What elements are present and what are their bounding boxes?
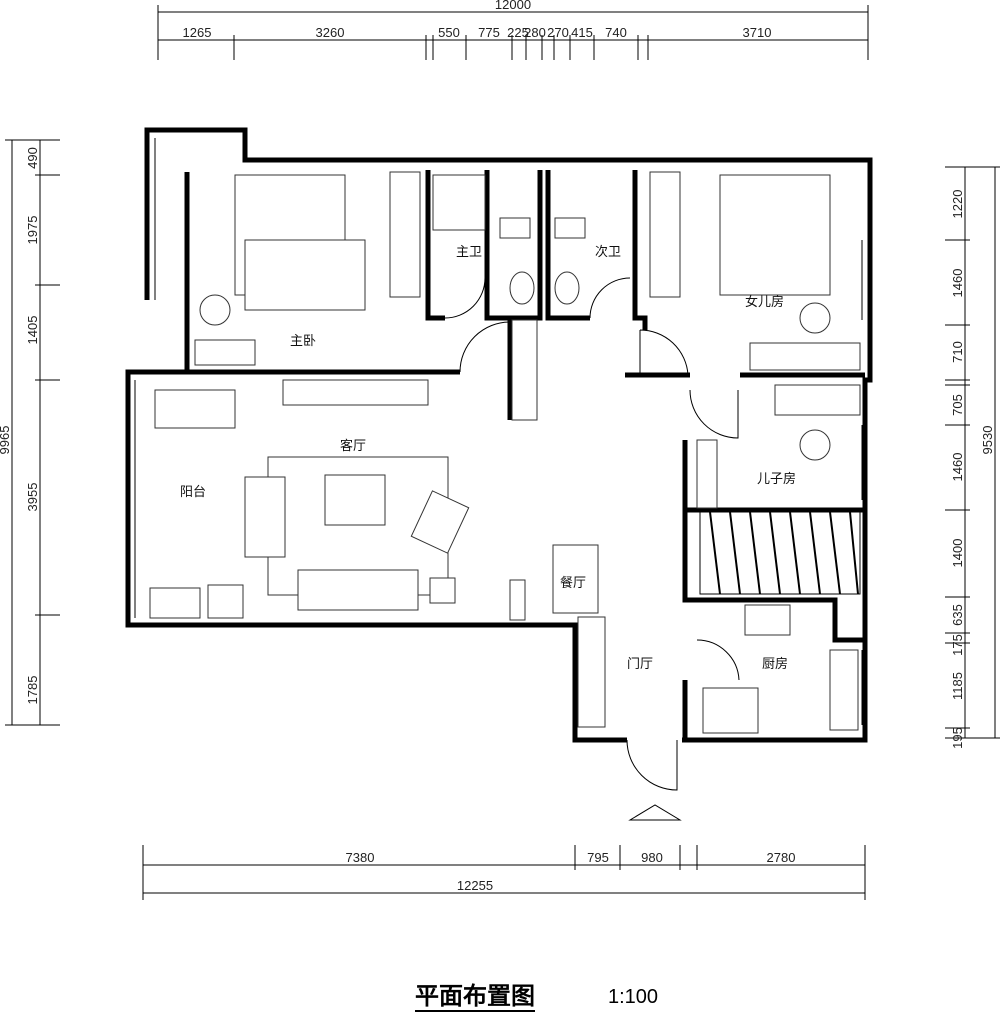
drawing-title: 平面布置图: [415, 982, 535, 1012]
dim-top: 3710: [743, 25, 772, 40]
dim-right: 1400: [950, 539, 965, 568]
shower: [432, 174, 486, 231]
coffee-table: [324, 474, 386, 526]
sofa: [154, 389, 236, 429]
room-label-daughter-room: 女儿房: [745, 294, 784, 310]
washbasin: [149, 587, 201, 619]
dim-right: 175: [950, 634, 965, 656]
stove: [744, 604, 791, 636]
dim-right: 1460: [950, 269, 965, 298]
room-label-living-room: 客厅: [340, 438, 366, 454]
dim-top: 415: [571, 25, 593, 40]
room-label-dining: 餐厅: [560, 575, 586, 591]
wardrobe: [389, 171, 421, 298]
room-label-master-bedroom: 主卧: [290, 334, 316, 349]
room-label-balcony: 阳台: [180, 485, 206, 500]
shoe-cabinet: [577, 616, 606, 728]
room-label-foyer: 门厅: [627, 657, 653, 672]
dim-top: 550: [438, 25, 460, 40]
dim-right: 710: [950, 341, 965, 363]
dining-table: [552, 544, 599, 614]
chair: [199, 294, 231, 326]
sofa: [297, 569, 419, 611]
toilet: [499, 217, 531, 239]
chair: [799, 302, 831, 334]
dim-top-total: 12000: [495, 0, 531, 12]
dim-top: 775: [478, 25, 500, 40]
dim-left-total: 9965: [0, 426, 12, 455]
dim-right: 1220: [950, 190, 965, 219]
tv-cabinet: [282, 379, 429, 406]
room-label-kitchen: 厨房: [762, 656, 788, 672]
dim-bottom: 795: [587, 850, 609, 865]
cabinet: [509, 579, 526, 621]
left-dimensions: 9965 490 1975 1405 3955 1785: [0, 139, 60, 726]
room-label-son-room: 儿子房: [757, 471, 796, 487]
armchair: [410, 490, 470, 554]
right-dimensions: 9530 1220 1460 710 705 1460 1400 635 175…: [945, 166, 1000, 749]
dim-bottom: 980: [641, 850, 663, 865]
sofa: [244, 476, 286, 558]
room-label-master-bath: 主卫: [456, 245, 482, 260]
dim-right-total: 9530: [980, 426, 995, 455]
dim-top: 270: [547, 25, 569, 40]
dim-top: 1265: [183, 25, 212, 40]
desk: [194, 339, 256, 366]
daughter-bed: [719, 174, 831, 296]
wardrobe: [649, 171, 681, 298]
dim-right: 1185: [950, 672, 965, 700]
washbasin: [554, 271, 580, 305]
toilet: [554, 217, 586, 239]
desk: [774, 384, 861, 416]
cabinet: [511, 319, 538, 421]
dim-top: 280: [524, 25, 546, 40]
dim-right: 635: [950, 604, 965, 626]
rug: [244, 239, 366, 311]
desk: [749, 342, 861, 371]
dim-left: 490: [25, 147, 40, 169]
dim-bottom-total: 12255: [457, 878, 493, 893]
chair: [799, 429, 831, 461]
bottom-dimensions: 7380 795 980 2780 12255: [142, 845, 866, 900]
side-table: [429, 577, 456, 604]
dim-top: 740: [605, 25, 627, 40]
dim-left: 1975: [25, 216, 40, 245]
wardrobe: [696, 439, 718, 509]
dim-left: 1405: [25, 316, 40, 345]
room-labels: 主卧 主卫 次卫 女儿房 客厅 阳台 儿子房 餐厅 门厅 厨房: [180, 244, 796, 672]
dim-top: 225: [507, 25, 529, 40]
fridge: [702, 687, 759, 734]
drawing-scale: 1:100: [608, 986, 659, 1008]
washer: [207, 584, 244, 619]
furniture: [149, 171, 861, 734]
washbasin: [509, 271, 535, 305]
dim-right: 705: [950, 394, 965, 416]
room-label-second-bath: 次卫: [595, 244, 621, 260]
dim-top: 3260: [316, 25, 345, 40]
dim-left: 3955: [25, 483, 40, 512]
dim-left: 1785: [25, 676, 40, 705]
sink: [829, 649, 859, 731]
walls: [125, 127, 873, 821]
top-dimensions: 12000 1265 3260 550 775 225 280 270 415 …: [157, 0, 869, 60]
dim-bottom: 7380: [346, 850, 375, 865]
dim-right: 195: [950, 727, 965, 749]
dim-right: 1460: [950, 453, 965, 482]
dim-bottom: 2780: [767, 850, 796, 865]
